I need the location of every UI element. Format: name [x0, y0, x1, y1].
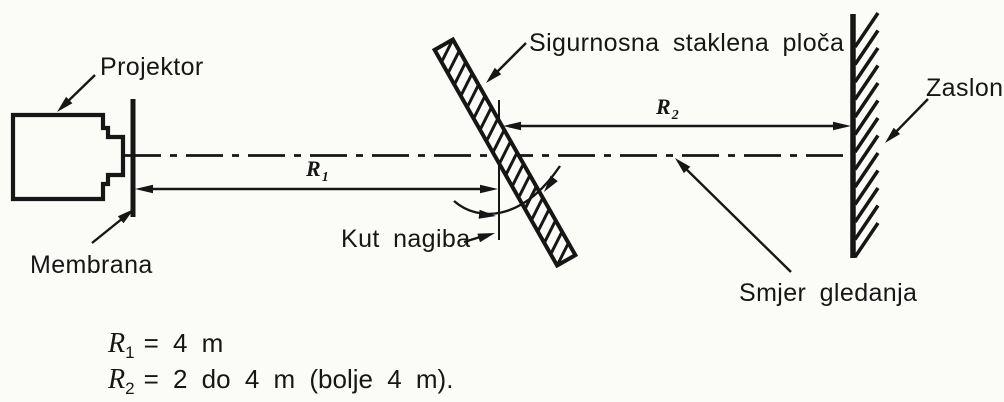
glass-plate [431, 36, 579, 269]
r1-dimension-label: R1 [306, 156, 329, 185]
r1-dimension [135, 184, 498, 194]
r2-dimension-label: R2 [656, 94, 679, 123]
note-r1-value: R1= 4 m [108, 328, 224, 362]
projector-shape [10, 112, 126, 202]
screen-wall [850, 12, 880, 258]
membrane-leader-arrow [91, 209, 134, 244]
tilt-angle-leader-arrow [463, 233, 495, 244]
label-tilt-angle: Kut nagiba [341, 225, 471, 253]
r2-dimension [503, 121, 851, 131]
viewing-direction-arrow [675, 158, 792, 273]
tilt-angle-arc [453, 165, 561, 219]
label-viewing-direction: Smjer gledanja [739, 279, 918, 307]
label-projector: Projektor [100, 53, 204, 81]
label-glass-plate: Sigurnosna staklena ploča [529, 29, 845, 57]
note-r2-value: R2= 2 do 4 m (bolje 4 m). [108, 364, 454, 398]
projector-leader-arrow [57, 74, 96, 112]
label-screen: Zaslon [926, 74, 1004, 102]
label-membrane: Membrana [30, 251, 153, 279]
glass-plate-leader-arrow [486, 42, 527, 83]
screen-leader-arrow [885, 98, 929, 143]
